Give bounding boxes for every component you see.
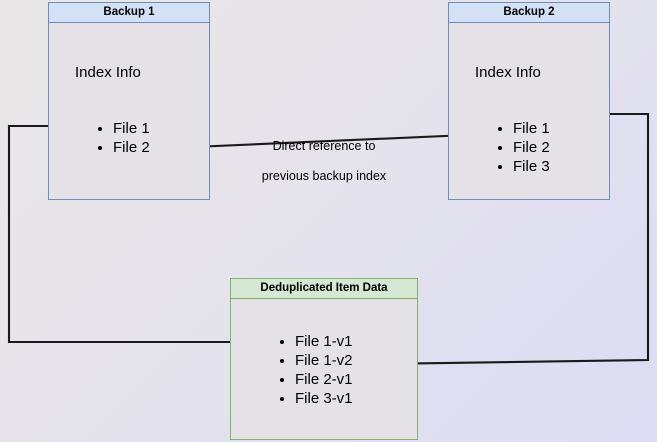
backup-1-header: Backup 1 [49, 3, 209, 23]
deduplicated-item-data-header: Deduplicated Item Data [231, 279, 417, 299]
backup-1-box[interactable]: Backup 1 Index Info File 1 File 2 [48, 2, 210, 200]
list-item: File 1 [113, 119, 150, 138]
deduplicated-item-data-box[interactable]: Deduplicated Item Data File 1-v1 File 1-… [230, 278, 418, 440]
list-item: File 2 [113, 138, 150, 157]
backup-1-body: Index Info File 1 File 2 [49, 23, 209, 199]
annotation-line-1: Direct reference to [272, 139, 376, 153]
list-item: File 2 [513, 138, 550, 157]
list-item: File 1 [513, 119, 550, 138]
list-item: File 3 [513, 157, 550, 176]
backup-1-index-info-label: Index Info [75, 64, 141, 81]
backup-1-file-list: File 1 File 2 [97, 119, 150, 157]
list-item: File 3-v1 [295, 389, 353, 408]
backup-2-file-list: File 1 File 2 File 3 [497, 119, 550, 176]
deduplicated-item-data-body: File 1-v1 File 1-v2 File 2-v1 File 3-v1 [231, 299, 417, 439]
backup-2-body: Index Info File 1 File 2 File 3 [449, 23, 609, 199]
annotation-line-2: previous backup index [261, 169, 387, 183]
list-item: File 2-v1 [295, 370, 353, 389]
list-item: File 1-v2 [295, 351, 353, 370]
deduplicated-file-list: File 1-v1 File 1-v2 File 2-v1 File 3-v1 [279, 332, 353, 408]
backup-2-index-info-label: Index Info [475, 64, 541, 81]
backup-2-header: Backup 2 [449, 3, 609, 23]
list-item: File 1-v1 [295, 332, 353, 351]
direct-reference-annotation: Direct reference to previous backup inde… [249, 124, 399, 199]
backup-2-box[interactable]: Backup 2 Index Info File 1 File 2 File 3 [448, 2, 610, 200]
